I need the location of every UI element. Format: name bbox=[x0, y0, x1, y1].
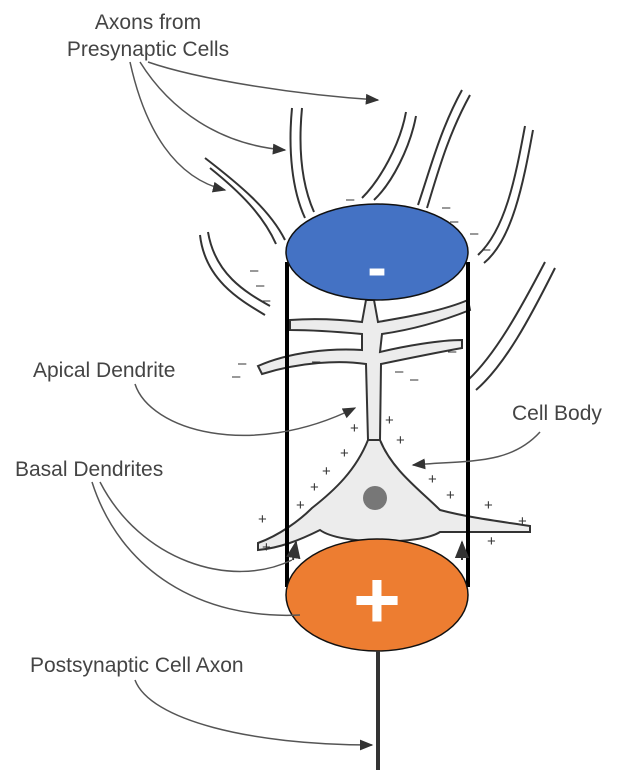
label-axons-line1: Axons from bbox=[95, 11, 201, 34]
leader-cell-body bbox=[413, 432, 540, 465]
axon-fiber bbox=[374, 116, 416, 200]
charge-plus: + bbox=[322, 463, 331, 480]
charge-plus: + bbox=[310, 479, 319, 496]
axon-fiber bbox=[301, 108, 315, 212]
charge-plus: + bbox=[446, 487, 455, 504]
charge-plus: + bbox=[385, 412, 394, 429]
charge-minus: – bbox=[262, 292, 271, 309]
positive-pole-sign: + bbox=[353, 555, 401, 646]
charge-minus: – bbox=[395, 363, 404, 380]
charge-minus: – bbox=[312, 353, 321, 370]
charge-minus: – bbox=[470, 225, 479, 242]
leader-axons-1 bbox=[148, 62, 378, 100]
charge-plus: + bbox=[296, 497, 305, 514]
label-cell-body: Cell Body bbox=[512, 402, 602, 425]
charge-minus: – bbox=[232, 368, 241, 385]
leader-postsynaptic bbox=[135, 680, 372, 745]
axon-fiber bbox=[476, 268, 555, 390]
leader-axons-3 bbox=[130, 62, 225, 190]
charge-minus: – bbox=[448, 343, 457, 360]
charge-minus: – bbox=[482, 241, 491, 258]
leader-axons-2 bbox=[140, 62, 285, 150]
leader-apical bbox=[135, 384, 355, 435]
charge-plus: + bbox=[518, 513, 527, 530]
basal-arrow-left bbox=[293, 542, 296, 560]
axon-fiber bbox=[427, 95, 470, 208]
charge-minus: – bbox=[410, 371, 419, 388]
charge-plus: + bbox=[262, 539, 271, 556]
charge-plus: + bbox=[487, 533, 496, 550]
axon-fiber bbox=[291, 108, 305, 218]
charge-plus: + bbox=[396, 432, 405, 449]
charge-plus: + bbox=[428, 471, 437, 488]
charge-plus: + bbox=[484, 497, 493, 514]
label-postsynaptic-axon: Postsynaptic Cell Axon bbox=[30, 654, 244, 677]
charge-plus: + bbox=[258, 511, 267, 528]
label-apical-dendrite: Apical Dendrite bbox=[33, 359, 175, 382]
nucleus bbox=[363, 486, 387, 510]
leader-lines bbox=[92, 62, 540, 745]
apical-dendrite-shape bbox=[258, 300, 470, 440]
axon-fiber bbox=[468, 262, 545, 380]
charge-plus: + bbox=[340, 445, 349, 462]
axon-fiber bbox=[208, 232, 270, 306]
negative-pole-sign: - bbox=[367, 235, 386, 300]
axon-fiber bbox=[478, 126, 525, 255]
label-basal-dendrites: Basal Dendrites bbox=[15, 458, 163, 481]
axon-fiber bbox=[362, 112, 406, 198]
charge-plus: + bbox=[350, 420, 359, 437]
label-axons-line2: Presynaptic Cells bbox=[67, 38, 229, 61]
axon-fiber bbox=[418, 90, 462, 205]
axon-fiber bbox=[210, 168, 276, 244]
